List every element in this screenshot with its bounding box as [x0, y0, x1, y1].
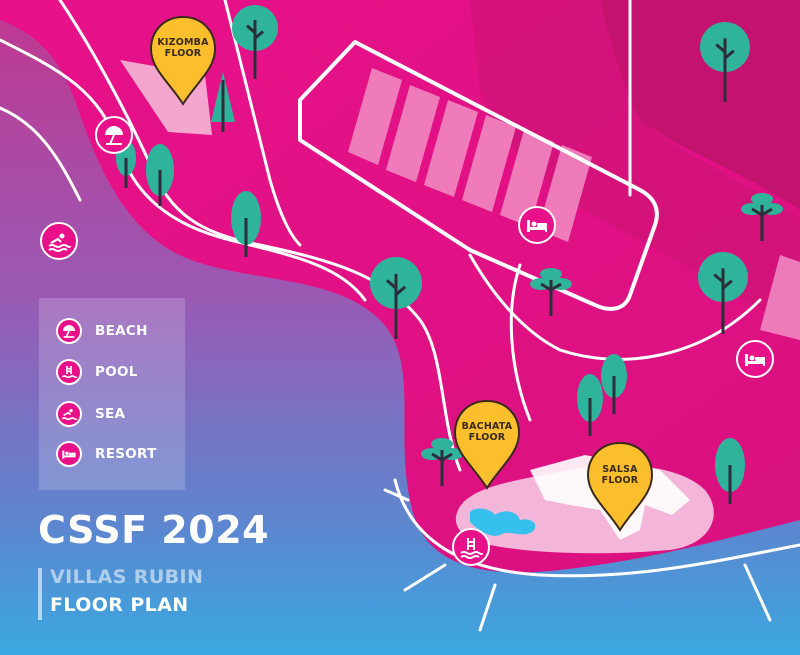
bed-icon: [745, 354, 765, 366]
cypress-tree-icon: [715, 438, 745, 504]
building-outline: [298, 40, 659, 311]
resort-zone-light: [470, 0, 800, 330]
bed-icon: [56, 441, 82, 467]
round-tree-icon: [698, 252, 748, 334]
pool-water: [470, 508, 536, 536]
map-sea-poi[interactable]: [40, 222, 78, 260]
roads: [0, 0, 800, 630]
palm-tree-icon: [741, 193, 783, 241]
legend-item-pool: POOL: [56, 358, 138, 386]
map-resort-poi-1[interactable]: [518, 206, 556, 244]
map-pool-poi[interactable]: [452, 528, 490, 566]
pool-ladder-icon: [56, 359, 82, 385]
round-tree-icon: [370, 257, 422, 339]
resort-zone: [600, 0, 800, 210]
map-beach-poi[interactable]: [95, 116, 133, 154]
palm-tree-icon: [421, 438, 463, 486]
map-legend: BEACH POOL SEA RESORT: [39, 298, 185, 490]
swimmer-icon: [48, 233, 71, 252]
floor-plan-label: FLOOR PLAN: [50, 594, 189, 616]
map-resort-poi-2[interactable]: [736, 340, 774, 378]
legend-label: POOL: [95, 364, 138, 380]
round-tree-icon: [700, 22, 750, 102]
cypress-tree-icon: [601, 354, 627, 414]
map-pin-icon: [453, 399, 521, 490]
pine-tree-icon: [211, 72, 235, 132]
beach-umbrella-icon: [105, 126, 123, 145]
beach-umbrella-icon: [56, 318, 82, 344]
map-pin-icon: [586, 441, 654, 532]
bed-icon: [527, 220, 547, 232]
cypress-tree-icon: [146, 144, 174, 206]
legend-label: BEACH: [95, 323, 148, 339]
legend-item-beach: BEACH: [56, 317, 148, 345]
cypress-tree-icon: [231, 191, 261, 257]
swimmer-icon: [56, 401, 82, 427]
legend-item-resort: RESORT: [56, 440, 157, 468]
event-title: CSSF 2024: [38, 508, 270, 552]
cypress-tree-icon: [577, 374, 603, 436]
legend-item-sea: SEA: [56, 400, 125, 428]
subtitle-accent-bar: [38, 568, 42, 620]
pool-ladder-icon: [460, 538, 483, 559]
palm-tree-icon: [530, 268, 572, 316]
venue-name: VILLAS RUBIN: [50, 566, 204, 588]
round-tree-icon: [232, 5, 278, 79]
legend-label: RESORT: [95, 446, 157, 462]
legend-label: SEA: [95, 406, 126, 422]
map-pin-icon: [149, 15, 217, 106]
